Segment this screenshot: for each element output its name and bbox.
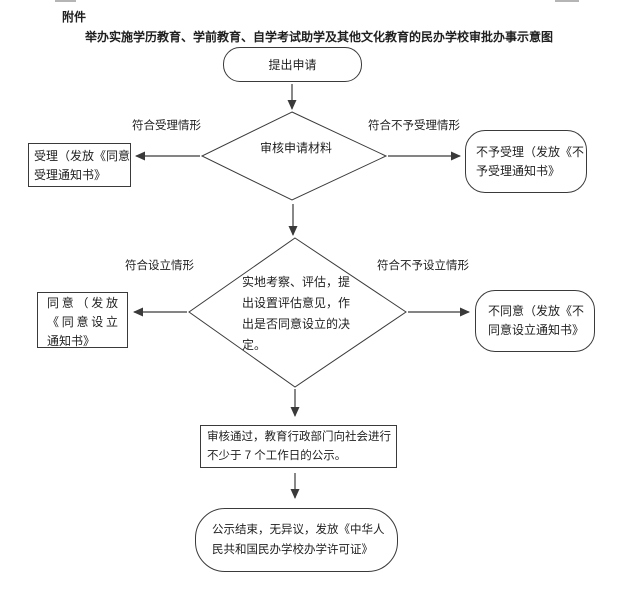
decision1-label: 审核申请材料 xyxy=(259,141,332,155)
top-left-page-mark xyxy=(55,0,76,2)
disagree-result-node: 不同意（发放《不同意设立通知书》 xyxy=(475,290,595,352)
branch-label-no-accept: 符合不予受理情形 xyxy=(368,120,460,132)
disagree-result-label: 不同意（发放《不同意设立通知书》 xyxy=(488,304,585,337)
end-node-label: 公示结束，无异议，发放《中华人民共和国民办学校办学许可证》 xyxy=(212,524,385,556)
publicity-box: 审核通过，教育行政部门向社会进行不少于 7 个工作日的公示。 xyxy=(200,425,397,468)
attachment-label: 附件 xyxy=(62,10,87,24)
accept-result-box: 受理（发放《同意受理通知书》 xyxy=(28,143,131,187)
end-node: 公示结束，无异议，发放《中华人民共和国民办学校办学许可证》 xyxy=(195,508,398,572)
branch-label-establish: 符合设立情形 xyxy=(125,260,194,272)
start-node-label: 提出申请 xyxy=(268,58,317,72)
decision2-label: 实地考察、评估，提出设置评估意见，作出是否同意设立的决定。 xyxy=(242,275,351,352)
agree-result-box: 同意（发放《同意设立通知书》 xyxy=(37,292,128,348)
page-title: 举办实施学历教育、学前教育、自学考试助学及其他文化教育的民办学校审批办事示意图 xyxy=(85,30,554,44)
branch-label-accept: 符合受理情形 xyxy=(132,120,201,132)
top-right-page-mark xyxy=(555,0,579,2)
start-node: 提出申请 xyxy=(223,47,362,82)
no-accept-result-label: 不予受理（发放《不予受理通知书》 xyxy=(476,144,585,178)
branch-label-no-establish: 符合不予设立情形 xyxy=(377,260,469,272)
no-accept-result-node: 不予受理（发放《不予受理通知书》 xyxy=(465,130,587,193)
